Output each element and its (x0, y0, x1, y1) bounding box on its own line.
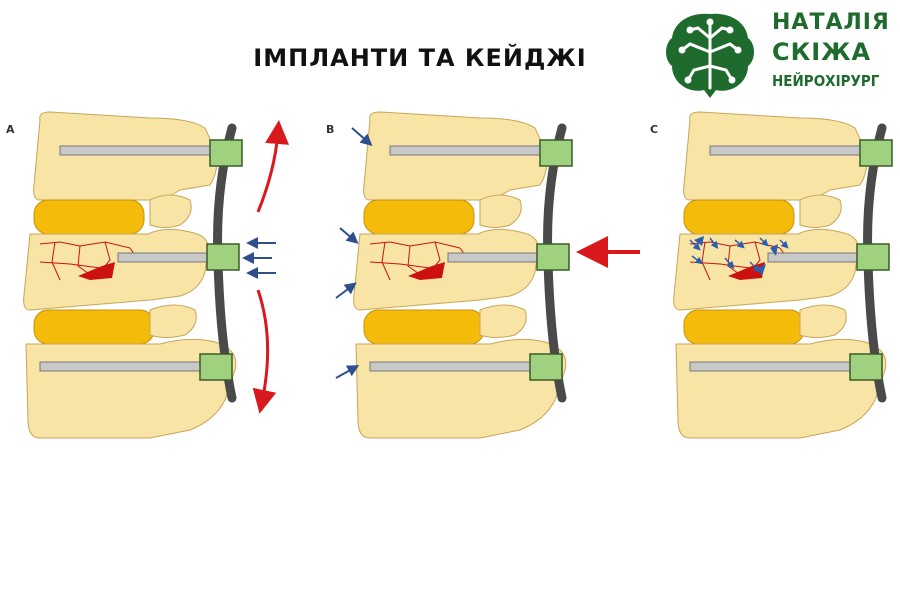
panel-a: A (6, 111, 290, 439)
logo-line-2: СКІЖА (772, 38, 872, 66)
logo-line-3: НЕЙРОХІРУРГ (772, 72, 880, 90)
logo-line-1: НАТАЛІЯ (772, 10, 890, 35)
logo: НАТАЛІЯ СКІЖА НЕЙРОХІРУРГ (660, 8, 895, 103)
panel-b-label: B (326, 123, 334, 136)
panel-c-label: C (650, 123, 658, 136)
panel-b: B (326, 111, 640, 439)
panel-c: C (650, 111, 892, 439)
page-title: ІМПЛАНТИ ТА КЕЙДЖІ (253, 44, 587, 72)
panel-a-label: A (6, 123, 15, 136)
brain-icon (666, 13, 754, 98)
